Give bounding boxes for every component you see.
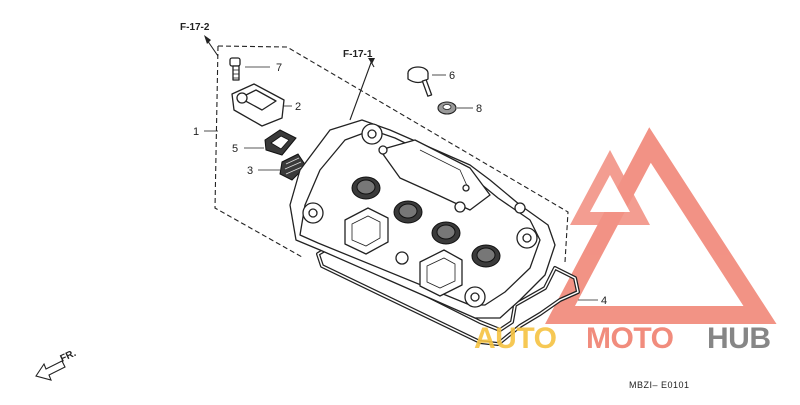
callout-6: 6 xyxy=(449,70,455,82)
group-boundary xyxy=(214,45,569,263)
bolt-part-7 xyxy=(229,57,270,81)
cap-bolt-part-6 xyxy=(407,66,446,97)
front-arrow-icon xyxy=(35,360,66,381)
breather-cover-part-2 xyxy=(231,83,292,127)
callout-4: 4 xyxy=(601,295,607,307)
callout-8: 8 xyxy=(476,103,482,115)
ref-label-left: F-17-2 xyxy=(180,22,210,33)
callout-3: 3 xyxy=(247,165,253,177)
callout-7: 7 xyxy=(276,62,282,74)
callout-5: 5 xyxy=(232,143,238,155)
watermark-logo xyxy=(545,127,777,324)
cylinder-head-cover xyxy=(289,119,556,319)
head-cover-gasket-part-4 xyxy=(316,245,598,346)
callout-1: 1 xyxy=(193,126,199,138)
ref-arrow-right xyxy=(368,58,375,68)
ref-arrow-left xyxy=(204,35,219,57)
gasket-part-5 xyxy=(244,129,297,156)
seal-part-8 xyxy=(437,101,473,115)
callout-2: 2 xyxy=(295,101,301,113)
front-label: FR. xyxy=(59,348,78,365)
watermark-text-part2: MOTO xyxy=(586,322,674,355)
figure-code: MBZI– E0101 xyxy=(629,380,690,390)
watermark-wordmark: AUTO MOTO HUB xyxy=(474,322,771,355)
watermark-text-part1: AUTO xyxy=(474,322,557,355)
ref-label-right: F-17-1 xyxy=(343,49,373,60)
front-indicator: FR. xyxy=(35,348,78,381)
watermark-text-part3: HUB xyxy=(707,322,771,355)
